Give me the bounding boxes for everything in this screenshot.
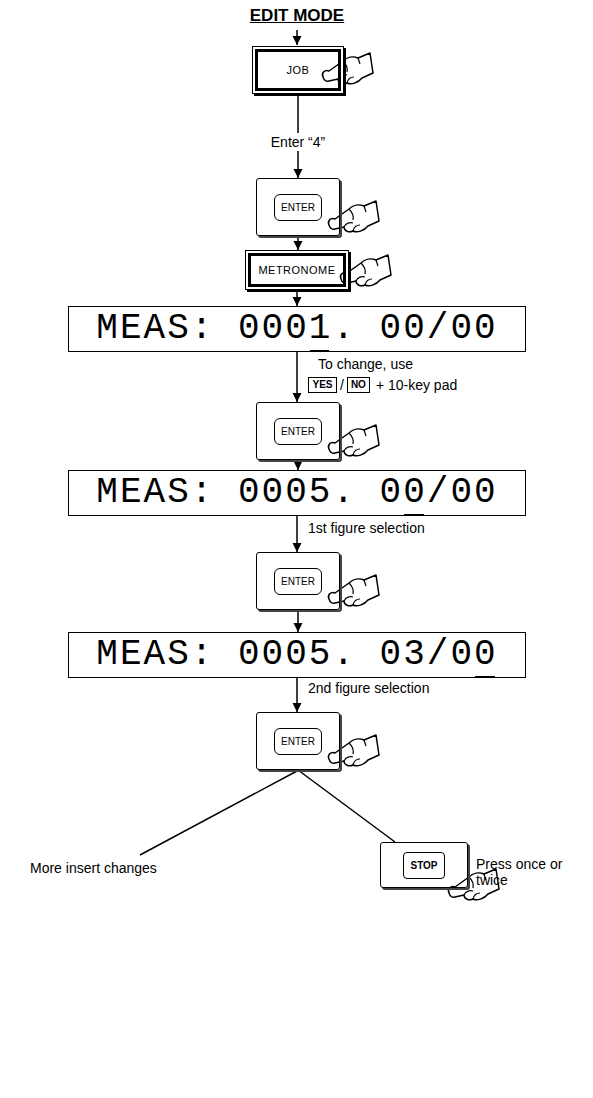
step-note: Press once or twice [476,856,588,888]
button-label: ENTER [274,194,322,221]
button-label: MEAS: 0001. 00/00 [96,311,497,347]
button-label: ENTER [274,728,322,755]
button-label: ENTER [274,568,322,595]
stop-button: STOP [380,842,468,888]
branch-line [140,771,297,855]
enter-button: ENTER [256,402,340,460]
note-text: + 10-key pad [376,377,457,393]
flow-arrow [296,678,298,712]
button-label: METRONOME [258,264,335,276]
flow-arrow [296,290,298,306]
enter-button: ENTER [256,552,340,610]
flow-arrow [297,460,299,470]
yes-key: YES [308,377,337,393]
flow-arrow [296,352,298,402]
flow-arrow [297,610,299,632]
lcd-display: MEAS: 0001. 00/00 [68,306,526,352]
no-key: NO [347,377,370,393]
hand-icon [328,201,379,232]
enter-button: ENTER [256,178,340,236]
cursor-underline [475,676,495,678]
flow-arrow [296,30,298,45]
hand-icon [322,53,373,84]
button-label: NO [351,379,366,391]
step-note: 2nd figure selection [308,680,429,696]
button-label: JOB [287,64,310,76]
note-text: To change, use [318,356,413,372]
job-button: JOB [252,46,344,94]
hand-icon [328,425,379,456]
step-instruction: Enter “4” [268,133,328,151]
cursor-underline [404,514,424,516]
branch-label: More insert changes [30,860,157,876]
cursor-underline [310,350,330,352]
button-label: ENTER [274,418,322,445]
hand-icon [328,575,379,606]
enter-button: ENTER [256,712,340,770]
metronome-button: METRONOME [245,250,349,290]
flow-arrow [296,516,298,552]
lcd-display: MEAS: 0005. 03/00 [68,632,526,678]
button-label: STOP [403,852,444,879]
diagram-title: EDIT MODE [250,6,344,26]
flow-arrow [297,236,299,250]
hand-icon [328,735,379,766]
step-note: 1st figure selection [308,520,425,536]
button-label: MEAS: 0005. 03/00 [96,637,497,673]
button-label: YES [312,379,332,391]
button-label: MEAS: 0005. 00/00 [96,475,497,511]
flow-arrow [298,770,395,842]
lcd-display: MEAS: 0005. 00/00 [68,470,526,516]
separator: / [340,377,344,393]
